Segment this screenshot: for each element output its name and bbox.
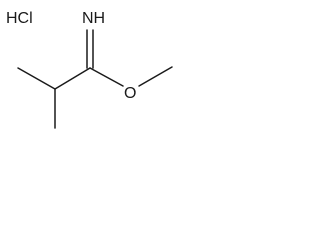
chemical-structure-canvas: HCl NH O xyxy=(0,0,182,136)
bond-ch-methyl-left xyxy=(17,67,56,90)
bond-o-methyl xyxy=(138,66,173,87)
chemical-structure-diagram: HCl NH O xyxy=(6,10,173,129)
imine-nh-label: NH xyxy=(82,10,105,27)
bond-c-ch xyxy=(54,67,91,90)
oxygen-label: O xyxy=(124,85,136,102)
salt-label: HCl xyxy=(6,10,33,27)
bond-c-o xyxy=(89,67,124,87)
